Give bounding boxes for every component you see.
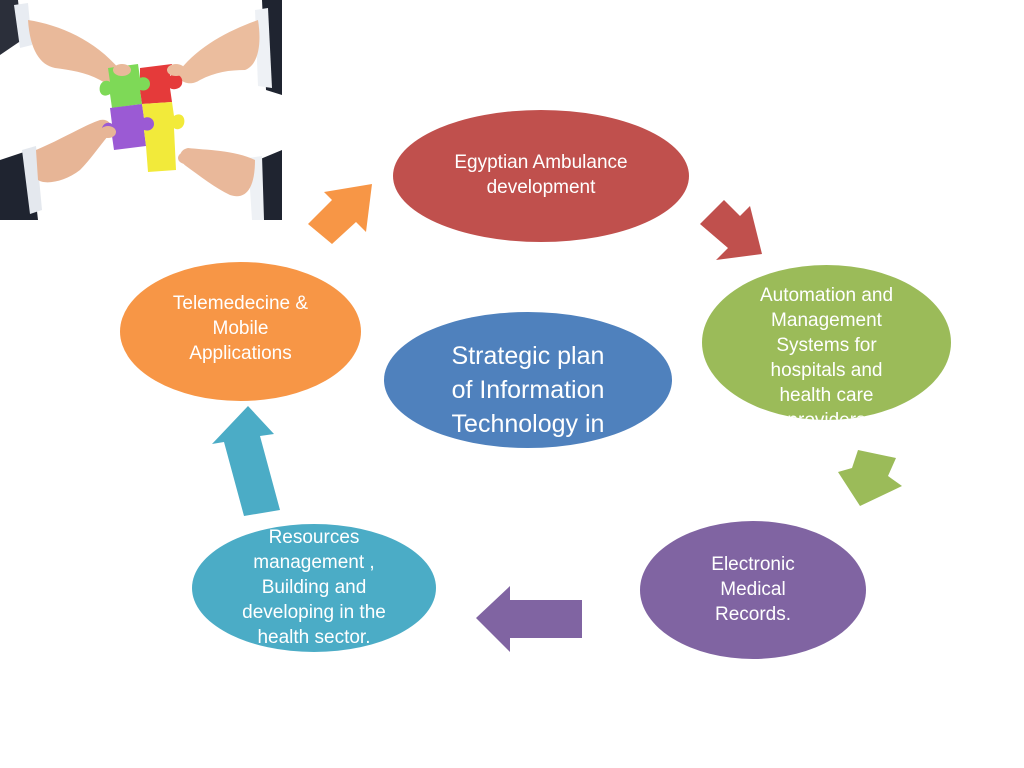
node-resources-management: Resources management , Building and deve… bbox=[192, 524, 436, 652]
node-label: Resources management , Building and deve… bbox=[242, 527, 386, 648]
node-telemedicine: Telemedecine & Mobile Applications bbox=[120, 262, 361, 401]
arrow-left-icon bbox=[476, 586, 582, 652]
node-label: Electronic Medical Records. bbox=[711, 554, 795, 625]
node-electronic-medical-records: Electronic Medical Records. bbox=[640, 521, 866, 659]
node-automation-management: Automation and Management Systems for ho… bbox=[702, 265, 951, 420]
arrow-down-icon bbox=[838, 450, 902, 506]
node-egyptian-ambulance: Egyptian Ambulance development bbox=[393, 110, 689, 242]
node-label: Automation and Management Systems for ho… bbox=[759, 285, 894, 420]
arrow-down-right-icon bbox=[700, 200, 762, 260]
arrow-right-icon bbox=[308, 184, 372, 244]
center-node-strategic-plan: Strategic plan of Information Technology… bbox=[384, 312, 672, 448]
arrow-up-icon bbox=[212, 406, 280, 516]
node-label: Telemedecine & Mobile Applications bbox=[172, 293, 309, 364]
puzzle-hands-image bbox=[0, 0, 282, 220]
node-label: Egyptian Ambulance development bbox=[454, 152, 628, 198]
center-label: Strategic plan of Information Technology… bbox=[451, 342, 605, 448]
